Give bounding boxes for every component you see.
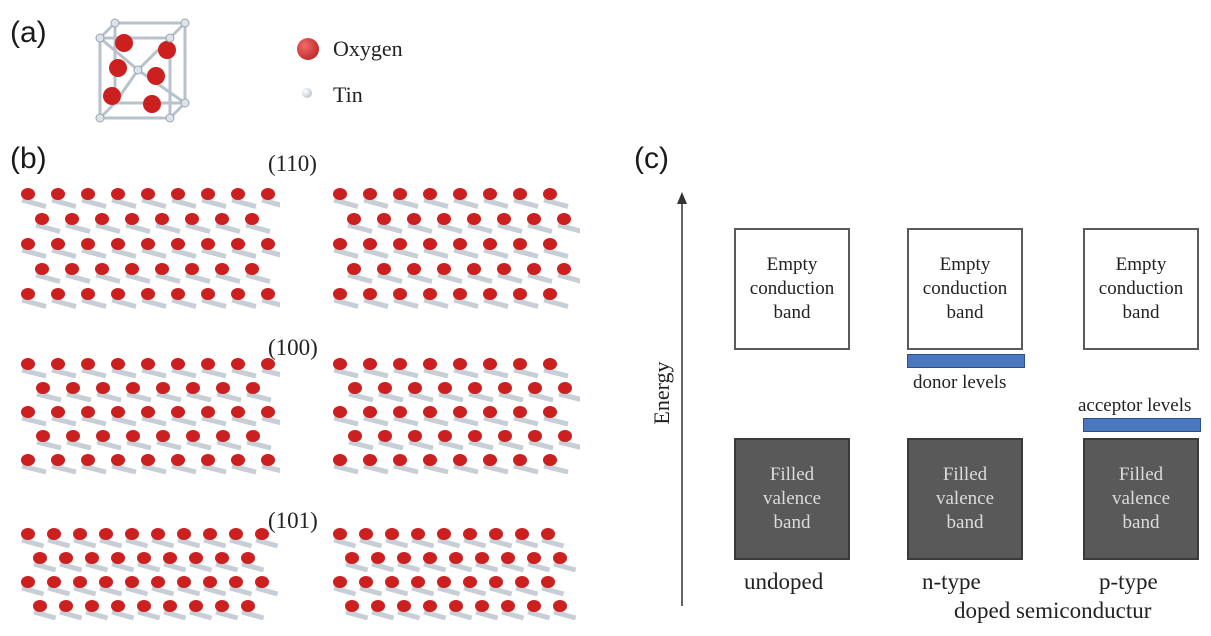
crystal-slab-101-right (333, 528, 577, 621)
panel-c-label: (c) (634, 142, 669, 175)
oxygen-legend-marker (297, 38, 319, 60)
panel-a-label: (a) (10, 16, 47, 49)
doped-semiconductor-caption: doped semiconductur (954, 598, 1152, 623)
tin-legend-marker (302, 88, 312, 98)
oxygen-legend-label: Oxygen (333, 36, 403, 61)
crystal-slab-110-left (21, 188, 280, 309)
donor-level-bar (907, 354, 1025, 368)
energy-axis-arrow (677, 192, 687, 606)
plane-101-label: (101) (268, 508, 318, 533)
crystal-slab-101-left (21, 528, 279, 621)
acceptor-level-bar (1083, 418, 1201, 432)
energy-axis-label: Energy (649, 361, 674, 425)
tin-legend-label: Tin (333, 82, 363, 107)
plane-100-label: (100) (268, 335, 318, 360)
donor-levels-label: donor levels (913, 372, 1007, 393)
crystal-slab-100-right (333, 358, 580, 475)
column-label-p-type: p-type (1099, 569, 1158, 594)
column-label-n-type: n-type (922, 569, 981, 594)
crystal-slab-100-left (21, 358, 280, 475)
acceptor-levels-label: acceptor levels (1078, 395, 1192, 416)
plane-110-label: (110) (268, 151, 317, 176)
crystal-slab-110-right (333, 188, 580, 309)
unit-cell-image (95, 18, 190, 123)
panel-b-label: (b) (10, 142, 47, 175)
column-label-undoped: undoped (744, 569, 824, 594)
